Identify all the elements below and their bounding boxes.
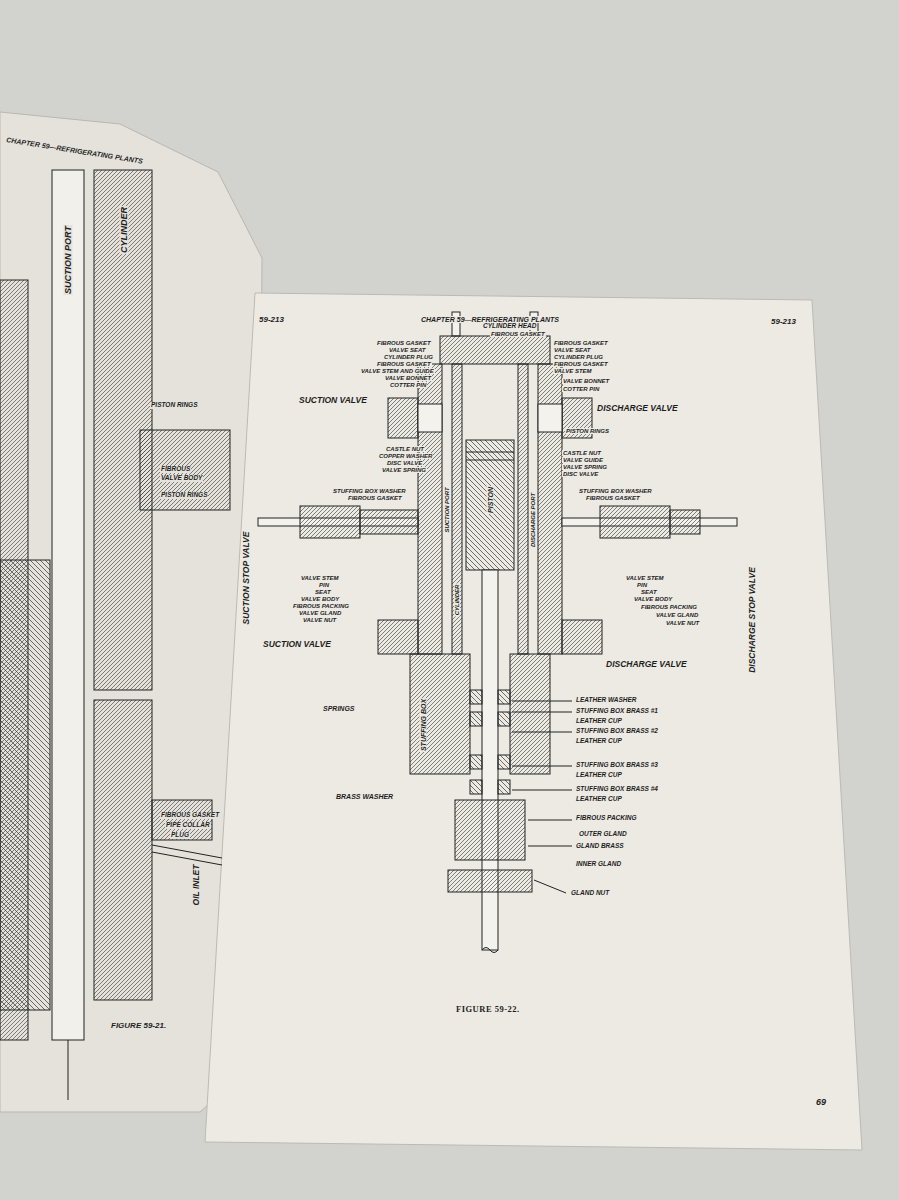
part-label: VALVE STEM AND GUIDE — [360, 368, 435, 374]
part-label: SEAT — [640, 589, 658, 595]
part-label: VALVE BONNET — [384, 375, 432, 381]
part-label: FIBROUS GASKET — [490, 331, 546, 337]
part-label: DISCHARGE VALVE — [596, 404, 679, 413]
part-label: DISCHARGE PORT — [530, 492, 536, 548]
part-label: SUCTION VALVE — [298, 396, 368, 405]
part-label: FIGURE 59-21. — [110, 1022, 167, 1030]
part-label: PISTON RINGS — [150, 402, 198, 409]
part-label: PIN — [636, 582, 648, 588]
part-label: FIBROUS GASKET — [347, 495, 403, 501]
part-label: COPPER WASHER — [378, 453, 433, 459]
part-label: STUFFING BOX WASHER — [332, 488, 407, 494]
part-label: CYLINDER PLUG — [383, 354, 434, 360]
part-label: COTTER PIN — [389, 382, 427, 388]
part-label: CYLINDER PLUG — [553, 354, 604, 360]
part-label: GLAND NUT — [570, 890, 610, 897]
part-label: SUCTION VALVE — [262, 640, 332, 649]
part-label: VALVE GLAND — [655, 612, 699, 618]
part-label: OIL INLET — [192, 864, 201, 907]
part-label: OUTER GLAND — [578, 831, 628, 838]
part-label: LEATHER CUP — [575, 796, 623, 803]
part-label: STUFFING BOX BRASS #1 — [575, 708, 659, 715]
part-label: VALVE NUT — [302, 617, 337, 623]
part-label: SEAT — [314, 589, 332, 595]
part-label: VALVE GUIDE — [562, 457, 604, 463]
part-label: FIBROUS GASKET — [553, 340, 609, 346]
part-label: CYLINDER — [120, 206, 129, 254]
part-label: PISTON RINGS — [565, 428, 610, 434]
part-label: LEATHER WASHER — [575, 697, 638, 704]
part-label: CASTLE NUT — [562, 450, 602, 456]
part-label: STUFFING BOX BRASS #3 — [575, 762, 659, 769]
part-label: DISC VALVE — [562, 471, 599, 477]
part-label: VALVE STEM — [553, 368, 593, 374]
part-label: PISTON — [487, 486, 494, 514]
part-label: 59-213 — [258, 316, 285, 324]
part-label: VALVE SEAT — [553, 347, 591, 353]
part-label: COTTER PIN — [562, 386, 600, 392]
part-label: SPRINGS — [322, 705, 356, 712]
part-label: FIBROUS GASKET — [160, 812, 220, 819]
part-label: INNER GLAND — [575, 861, 622, 868]
part-label: FIBROUS GASKET — [585, 495, 641, 501]
part-label: PISTON RINGS — [160, 492, 208, 499]
part-label: 69 — [815, 1098, 827, 1107]
part-label: LEATHER CUP — [575, 772, 623, 779]
part-label: LEATHER CUP — [575, 718, 623, 725]
part-label: FIBROUS PACKING — [575, 815, 638, 822]
part-label: SUCTION PORT — [64, 225, 73, 295]
part-label: VALVE SPRING — [381, 467, 427, 473]
part-label: LEATHER CUP — [575, 738, 623, 745]
part-label: PIPE COLLAR — [165, 822, 211, 829]
part-label: DISCHARGE STOP VALVE — [748, 566, 757, 674]
part-label: FIBROUS GASKET — [376, 340, 432, 346]
part-label: VALVE GLAND — [298, 610, 342, 616]
part-label: GLAND BRASS — [575, 843, 625, 850]
part-label: CYLINDER HEAD — [482, 323, 537, 330]
part-label: FIBROUS PACKING — [640, 604, 698, 610]
part-label: VALVE BONNET — [562, 378, 610, 384]
part-label: VALVE BODY — [160, 475, 203, 482]
part-label: VALVE NUT — [665, 620, 700, 626]
part-label: VALVE SPRING — [562, 464, 608, 470]
part-label: CHAPTER 59—REFRIGERATING PLANTS — [420, 316, 560, 323]
part-label: CYLINDER — [454, 584, 460, 617]
part-label: 59-213 — [770, 318, 797, 326]
part-label: FIBROUS PACKING — [292, 603, 350, 609]
part-label: BRASS WASHER — [335, 793, 394, 800]
part-label: PIN — [318, 582, 330, 588]
part-label: CASTLE NUT — [385, 446, 425, 452]
part-label: STUFFING BOX BRASS #2 — [575, 728, 659, 735]
figure-caption: FIGURE 59-22. — [455, 1005, 521, 1014]
part-label: VALVE STEM — [300, 575, 340, 581]
part-label: DISCHARGE VALVE — [605, 660, 688, 669]
part-label: SUCTION PORT — [444, 486, 450, 533]
part-label: STUFFING BOX — [420, 698, 427, 752]
part-label: VALVE SEAT — [388, 347, 426, 353]
part-label: VALVE STEM — [625, 575, 665, 581]
part-label: FIBROUS GASKET — [376, 361, 432, 367]
part-label: PLUG — [170, 832, 190, 839]
part-label: SUCTION STOP VALVE — [242, 531, 251, 626]
part-label: VALVE BODY — [633, 596, 673, 602]
part-label: VALVE BODY — [300, 596, 340, 602]
part-label: STUFFING BOX WASHER — [578, 488, 653, 494]
part-label: STUFFING BOX BRASS #4 — [575, 786, 659, 793]
part-label: FIBROUS — [160, 466, 191, 473]
part-label: FIBROUS GASKET — [553, 361, 609, 367]
part-label: DISC VALVE — [386, 460, 423, 466]
